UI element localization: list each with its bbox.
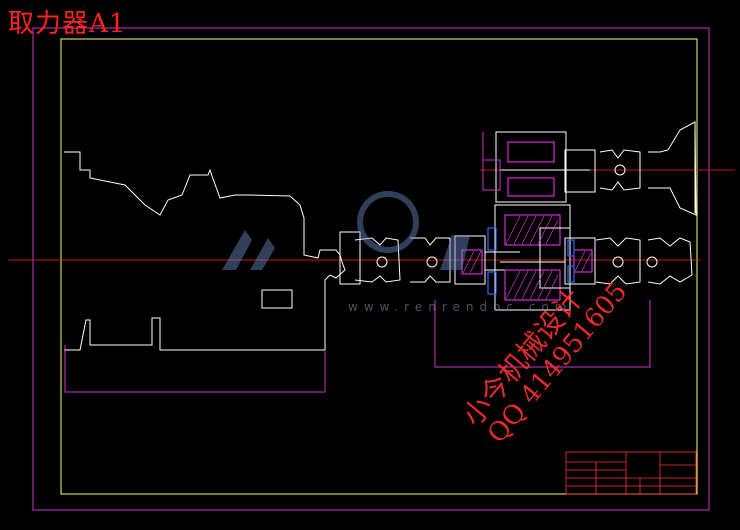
bearing-parts bbox=[487, 227, 575, 295]
section-hatching bbox=[462, 215, 592, 300]
sheet-border bbox=[32, 27, 710, 511]
right-output-flange bbox=[595, 237, 693, 285]
housing-window bbox=[261, 289, 293, 309]
title-block bbox=[565, 451, 697, 495]
upper-output-assembly bbox=[495, 121, 697, 216]
gearbox-housing bbox=[64, 151, 346, 392]
transfer-case-body bbox=[494, 204, 596, 311]
upper-dim-box bbox=[482, 132, 501, 191]
gearbox-dim-box bbox=[64, 345, 326, 393]
watermark-site: www.renrendoc.com bbox=[348, 300, 573, 314]
drive-shaft-assembly bbox=[339, 231, 520, 285]
drawing-title: 取力器A1 bbox=[8, 9, 127, 39]
renrendoc-logo-icon bbox=[222, 191, 470, 270]
drawing-frame bbox=[60, 38, 698, 495]
lower-dim-box bbox=[434, 300, 651, 368]
